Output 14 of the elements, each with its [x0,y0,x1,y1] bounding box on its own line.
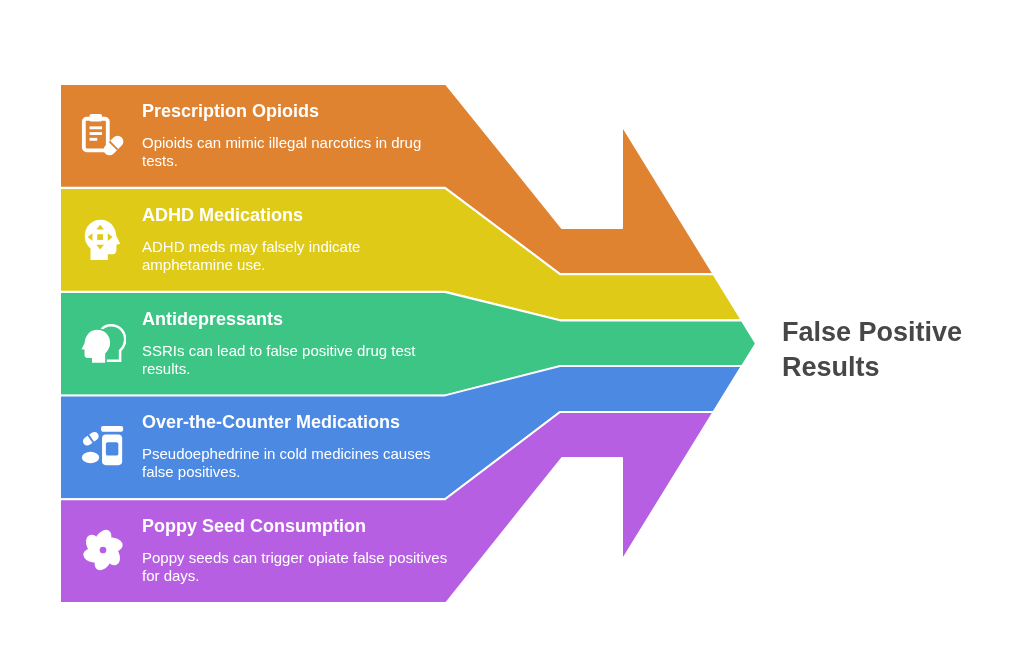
arrow-band [60,84,714,274]
band-title: Poppy Seed Consumption [142,515,366,538]
band-description: Pseudoephedrine in cold medicines causes false positives. [142,445,432,482]
band-title: Antidepressants [142,307,284,330]
arrow-band [60,412,714,603]
band-description: SSRIs can lead to false positive drug test results. [142,341,417,378]
band-title: Over-the-Counter Medications [142,411,401,434]
band-title: Prescription Opioids [142,100,320,122]
band-description: Poppy seeds can trigger opiate false positives for days. [142,549,449,586]
arrow-band [60,291,756,396]
band-description: ADHD meds may falsely indicate amphetamine use. [142,237,362,274]
band-title: ADHD Medications [142,203,303,226]
band-description: Opioids can mimic illegal narcotics in drug tests. [142,134,423,170]
result-heading: False Positive Results [782,316,964,384]
